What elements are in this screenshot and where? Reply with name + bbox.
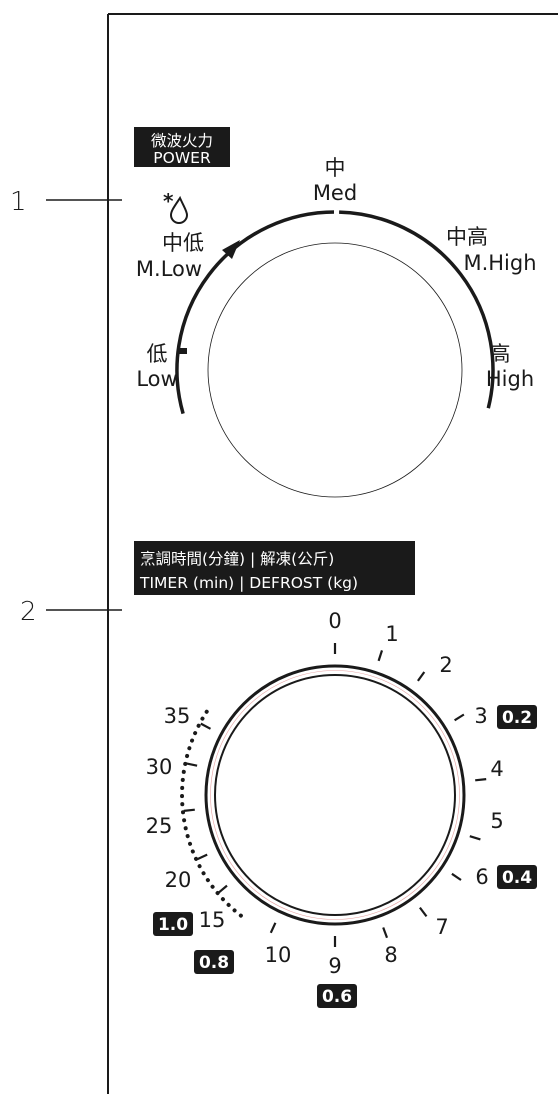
- svg-text:*: *: [163, 189, 174, 213]
- timer-defrost-dotted-arc: [180, 709, 248, 921]
- defrost-badge-0-4: 0.4: [497, 865, 537, 889]
- timer-tick-20: [196, 853, 208, 861]
- timer-header-en: TIMER (min) | DEFROST (kg): [139, 574, 358, 592]
- timer-mark-25: 25: [146, 814, 173, 838]
- svg-text:0.8: 0.8: [199, 953, 229, 973]
- timer-tick-7: [419, 906, 428, 918]
- timer-mark-30: 30: [146, 755, 173, 779]
- svg-text:0.6: 0.6: [322, 987, 352, 1007]
- timer-header-zh: 烹調時間(分鐘) | 解凍(公斤): [140, 549, 334, 568]
- timer-mark-10: 10: [265, 943, 292, 967]
- timer-mark-5: 5: [490, 809, 503, 833]
- timer-tick-1: [377, 650, 384, 662]
- power-low-stop: [179, 348, 187, 354]
- timer-mark-7: 7: [435, 915, 448, 939]
- timer-tick-3: [454, 713, 465, 722]
- power-section: 微波火力 POWER * 低 Low 中低 M.Low 中 Med 中高 M.H…: [134, 127, 537, 498]
- timer-mark-35: 35: [164, 704, 191, 728]
- timer-knob-inner-ring: [214, 674, 456, 916]
- callout-number-1: 1: [10, 187, 27, 217]
- power-mlow-pointer: [222, 240, 240, 259]
- svg-text:1.0: 1.0: [158, 915, 188, 935]
- timer-mark-3: 3: [474, 704, 487, 728]
- timer-mark-4: 4: [490, 757, 503, 781]
- power-header-en: POWER: [153, 149, 211, 167]
- power-level-mhigh-zh: 中高: [446, 225, 488, 249]
- power-scale-arc: [175, 210, 336, 415]
- power-header-badge: [134, 127, 230, 167]
- timer-mark-2: 2: [439, 653, 452, 677]
- defrost-drop-icon: *: [163, 189, 189, 224]
- power-knob[interactable]: [207, 242, 463, 498]
- defrost-badge-0-2: 0.2: [497, 705, 537, 729]
- power-level-med-en: Med: [313, 181, 357, 205]
- defrost-badge-0-8: 0.8: [194, 950, 234, 974]
- timer-mark-0: 0: [328, 609, 341, 633]
- timer-tick-15: [217, 884, 228, 894]
- timer-tick-35: [200, 722, 212, 730]
- timer-header-badge: [134, 541, 415, 595]
- timer-tick-6: [451, 872, 462, 881]
- power-level-mhigh-en: M.High: [463, 251, 536, 275]
- timer-section: 烹調時間(分鐘) | 解凍(公斤) TIMER (min) | DEFROST …: [134, 541, 537, 1008]
- power-level-low-zh: 低: [147, 342, 168, 366]
- timer-mark-6: 6: [475, 865, 488, 889]
- power-level-high-en: High: [486, 367, 534, 391]
- power-level-med-zh: 中: [325, 156, 346, 180]
- timer-tick-25: [183, 808, 195, 812]
- timer-tick-30: [186, 762, 198, 767]
- timer-mark-8: 8: [384, 943, 397, 967]
- power-level-low-en: Low: [136, 367, 177, 391]
- timer-tick-2: [417, 671, 426, 682]
- timer-knob[interactable]: [204, 664, 466, 926]
- svg-text:0.4: 0.4: [502, 868, 532, 888]
- defrost-badge-0-6: 0.6: [317, 984, 357, 1008]
- power-header-zh: 微波火力: [151, 132, 213, 150]
- timer-tick-4: [475, 778, 487, 782]
- timer-tick-5: [469, 835, 481, 841]
- timer-mark-9: 9: [328, 954, 341, 978]
- timer-tick-10: [269, 922, 277, 934]
- callout-number-2: 2: [20, 597, 37, 627]
- power-level-mlow-zh: 中低: [162, 231, 204, 255]
- timer-mark-15: 15: [199, 908, 226, 932]
- power-level-mlow-en: M.Low: [136, 257, 202, 281]
- power-scale-arc-right: [339, 210, 495, 409]
- svg-text:0.2: 0.2: [502, 708, 532, 728]
- timer-ticks: [183, 643, 487, 947]
- timer-mark-1: 1: [385, 622, 398, 646]
- timer-tick-8: [382, 927, 389, 939]
- timer-mark-20: 20: [165, 868, 192, 892]
- power-level-high-zh: 高: [490, 342, 511, 366]
- defrost-badge-1-0: 1.0: [153, 912, 193, 936]
